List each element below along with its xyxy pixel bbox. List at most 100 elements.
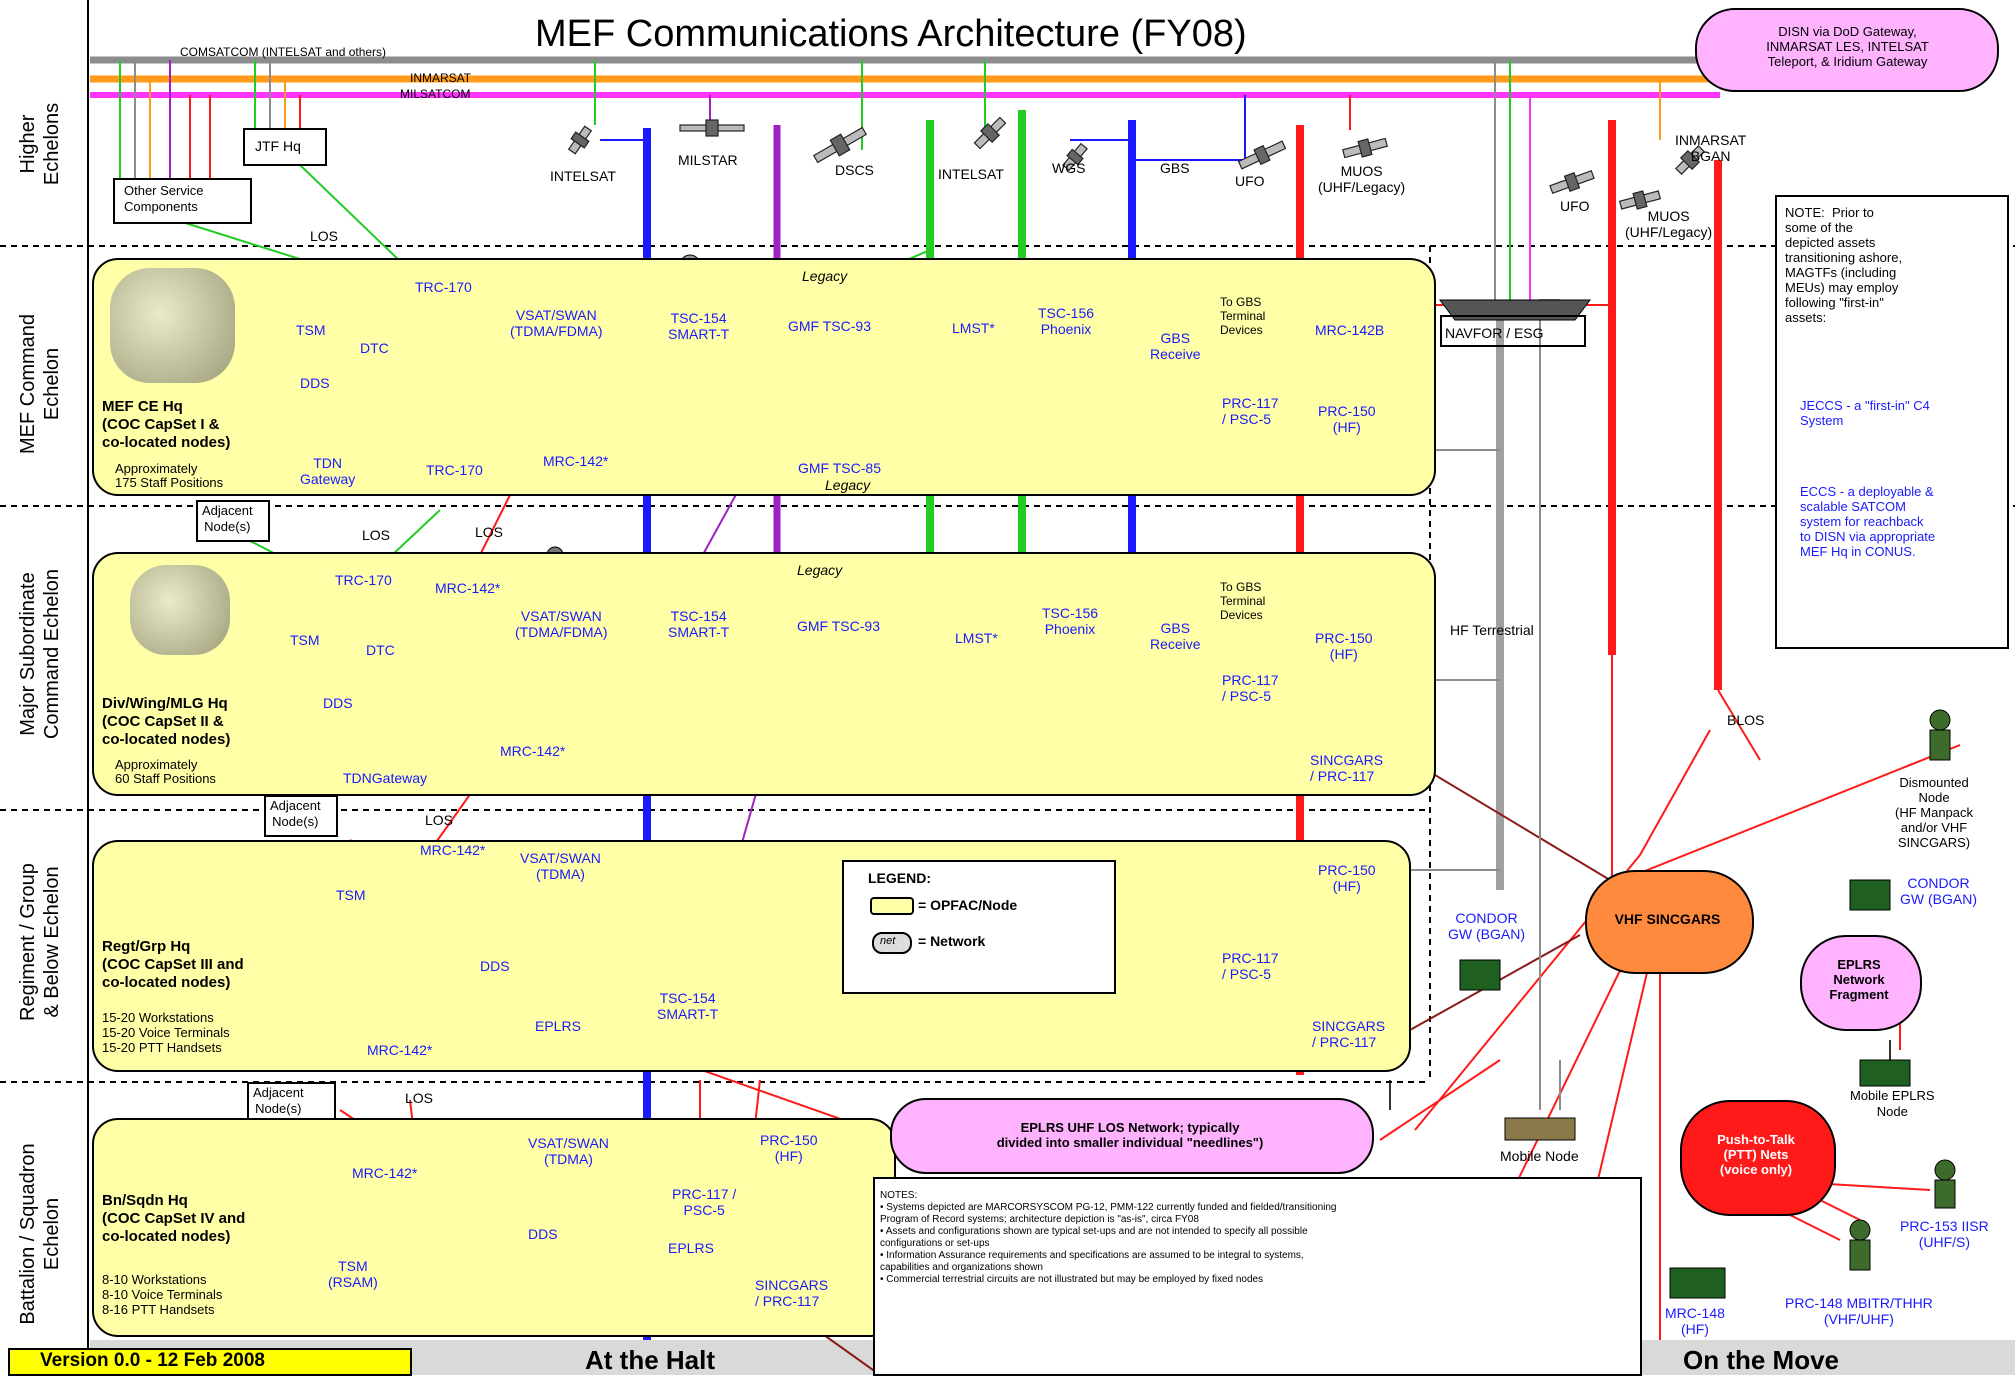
prc153-label: PRC-153 IISR (UHF/S) — [1900, 1218, 1989, 1250]
adjacent-node-box-1 — [196, 500, 270, 542]
mef-gmf-tsc93: GMF TSC-93 — [788, 318, 871, 334]
comsatcom-label: COMSATCOM (INTELSAT and others) — [180, 45, 387, 59]
regiment-hq-label: Regt/Grp Hq (COC CapSet III and co-locat… — [102, 938, 244, 991]
los-label-1: LOS — [310, 228, 339, 244]
mef-tsm: TSM — [296, 322, 326, 338]
sat-intelsat-2: INTELSAT — [938, 166, 1004, 182]
legend-box — [842, 860, 1116, 994]
mobile-node-label: Mobile Node — [1500, 1148, 1579, 1164]
mef-mrc142: MRC-142* — [543, 453, 609, 469]
mef-tsc154: TSC-154 SMART-T — [668, 310, 730, 342]
msc-mrc142-a: MRC-142* — [435, 580, 501, 596]
right-note-eccs: ECCS - a deployable & scalable SATCOM sy… — [1800, 484, 1936, 559]
msc-dtc: DTC — [366, 642, 395, 658]
msc-tdn-gateway: TDNGateway — [343, 770, 428, 786]
satcom-drop-lines — [119, 60, 1661, 300]
reg-dds: DDS — [480, 958, 510, 974]
jtf-hq-box — [243, 128, 327, 166]
bn-prc150: PRC-150 (HF) — [760, 1132, 818, 1164]
echelon-label-battalion: Battalion / Squadron Echelon — [17, 1143, 63, 1325]
adjacent-node-label-2: Adjacent Node(s) — [270, 798, 321, 829]
sat-inmarsat-bgan: INMARSAT BGAN — [1675, 132, 1747, 164]
legend-opfac-swatch — [870, 897, 914, 915]
mef-gbs-receive: GBS Receive — [1150, 330, 1201, 362]
ptt-cloud-label: Push-to-Talk (PTT) Nets (voice only) — [1717, 1132, 1795, 1177]
mef-staff-label: Approximately 175 Staff Positions — [115, 461, 224, 490]
sat-ufo-1: UFO — [1235, 173, 1265, 189]
bn-mrc142: MRC-142* — [352, 1165, 418, 1181]
echelon-label-higher: Higher Echelons — [17, 102, 63, 186]
msc-sincgars: SINCGARS / PRC-117 — [1310, 752, 1384, 784]
sat-dscs: DSCS — [835, 162, 874, 178]
mef-legacy-1: Legacy — [802, 268, 848, 284]
sat-ufo-2: UFO — [1560, 198, 1590, 214]
battalion-node-box — [92, 1118, 896, 1337]
msc-trc170: TRC-170 — [335, 572, 392, 588]
mef-mrc142b: MRC-142B — [1315, 322, 1385, 338]
adjacent-node-box-2 — [264, 795, 338, 837]
disn-cloud-label: DISN via DoD Gateway, INMARSAT LES, INTE… — [1766, 24, 1929, 69]
prc148-label: PRC-148 MBITR/THHR (VHF/UHF) — [1785, 1295, 1933, 1327]
at-the-halt-label: At the Halt — [585, 1345, 715, 1375]
vhf-sincgars-cloud — [1585, 870, 1754, 974]
page-title: MEF Communications Architecture (FY08) — [535, 13, 1247, 55]
mef-prc150: PRC-150 (HF) — [1318, 403, 1376, 435]
disn-cloud — [1695, 8, 1999, 92]
sat-gbs: GBS — [1160, 160, 1190, 176]
mobile-eplrs-label: Mobile EPLRS Node — [1850, 1088, 1935, 1119]
mef-trc170-b: TRC-170 — [426, 462, 483, 478]
dismounted-node-label: Dismounted Node (HF Manpack and/or VHF S… — [1895, 775, 1974, 850]
msc-node-box — [92, 552, 1436, 796]
sat-milstar: MILSTAR — [678, 152, 738, 168]
satellite-icons — [567, 116, 1705, 210]
eplrs-cloud — [890, 1098, 1374, 1174]
battalion-counts-label: 8-10 Workstations 8-10 Voice Terminals 8… — [102, 1272, 223, 1317]
msc-mrc142-b: MRC-142* — [500, 743, 566, 759]
adjacent-node-label-3: Adjacent Node(s) — [253, 1085, 304, 1116]
reg-mrc142-a: MRC-142* — [420, 842, 486, 858]
mef-to-gbs: To GBS Terminal Devices — [1220, 295, 1266, 337]
vhf-sincgars-label: VHF SINCGARS — [1614, 911, 1721, 927]
msc-tsc156: TSC-156 Phoenix — [1042, 605, 1099, 637]
right-note-jeccs: JECCS - a "first-in" C4 System — [1800, 398, 1930, 428]
msc-lmst: LMST* — [955, 630, 998, 646]
bn-sincgars: SINCGARS / PRC-117 — [755, 1277, 829, 1309]
condor-gw-1: CONDOR GW (BGAN) — [1448, 910, 1525, 942]
msc-prc117: PRC-117 / PSC-5 — [1222, 672, 1279, 704]
legend-title: LEGEND: — [868, 870, 931, 886]
mef-tsc156: TSC-156 Phoenix — [1038, 305, 1095, 337]
adjacent-node-label-1: Adjacent Node(s) — [202, 503, 253, 534]
msc-prc150: PRC-150 (HF) — [1315, 630, 1373, 662]
bn-dds: DDS — [528, 1226, 558, 1242]
reg-vsat: VSAT/SWAN (TDMA) — [520, 850, 601, 882]
msc-dds: DDS — [323, 695, 353, 711]
right-note-text: NOTE: Prior to some of the depicted asse… — [1785, 205, 1903, 325]
inmarsat-label: INMARSAT — [410, 71, 472, 85]
msc-hq-label: Div/Wing/MLG Hq (COC CapSet II & co-loca… — [102, 695, 231, 748]
msc-vsat: VSAT/SWAN (TDMA/FDMA) — [515, 608, 608, 640]
mef-trc170-a: TRC-170 — [415, 279, 472, 295]
ptt-cloud — [1680, 1100, 1836, 1216]
reg-tsm: TSM — [336, 887, 366, 903]
right-note-box — [1775, 195, 2009, 649]
legend-opfac-text: = OPFAC/Node — [918, 897, 1018, 913]
version-badge — [8, 1348, 412, 1376]
on-the-move-label: On the Move — [1683, 1345, 1840, 1375]
eplrs-fragment-cloud — [1800, 935, 1922, 1031]
bn-eplrs: EPLRS — [668, 1240, 714, 1256]
msc-building-icon — [130, 565, 230, 655]
reg-eplrs: EPLRS — [535, 1018, 581, 1034]
mef-ce-node-box — [92, 258, 1436, 496]
eplrs-fragment-label: EPLRS Network Fragment — [1829, 957, 1889, 1002]
navfor-frame — [1440, 315, 1586, 347]
reg-tsc154: TSC-154 SMART-T — [657, 990, 719, 1022]
echelon-label-regiment: Regiment / Group & Below Echelon — [17, 863, 63, 1021]
mef-dds: DDS — [300, 375, 330, 391]
mef-tdn: TDN Gateway — [300, 455, 356, 487]
reg-prc117: PRC-117 / PSC-5 — [1222, 950, 1279, 982]
legend-network-swatch — [872, 932, 912, 954]
reg-sincgars: SINCGARS / PRC-117 — [1312, 1018, 1386, 1050]
msc-tsm: TSM — [290, 632, 320, 648]
mrc148-label: MRC-148 (HF) — [1665, 1305, 1725, 1337]
mef-gmf-tsc85: GMF TSC-85 — [798, 460, 881, 476]
